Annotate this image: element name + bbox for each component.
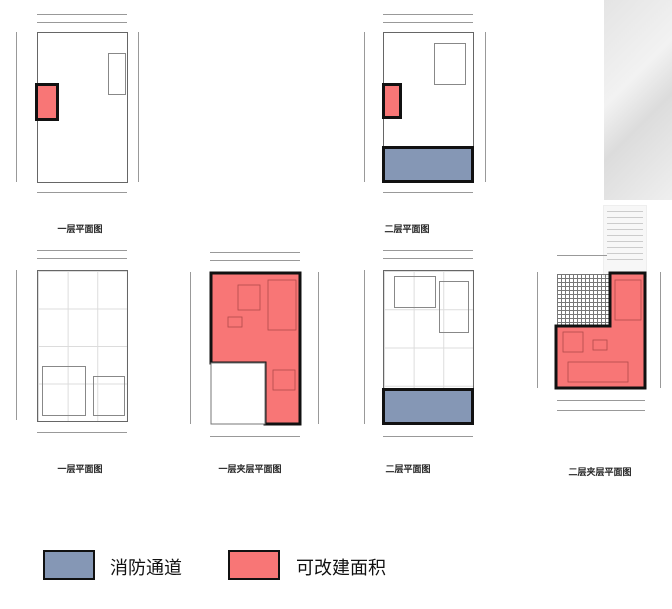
dimension-line <box>383 436 473 441</box>
dimension-line <box>383 22 473 27</box>
plan-caption: 一层平面图 <box>57 465 103 475</box>
dimension-line <box>37 22 127 27</box>
fire-lane-area <box>382 146 474 183</box>
dimension-line <box>485 32 490 182</box>
legend-label-rebuildable: 可改建面积 <box>296 558 386 579</box>
dimension-line <box>660 272 665 388</box>
dimension-line <box>210 436 300 441</box>
dimension-line <box>37 14 127 19</box>
rebuildable-area <box>209 271 302 426</box>
plan-1f-furnished <box>37 270 128 422</box>
void-grid-area <box>557 274 610 326</box>
dimension-line <box>557 410 645 415</box>
drawing-notes <box>603 205 647 277</box>
site-photo <box>604 0 672 200</box>
rebuildable-area <box>35 83 59 121</box>
dimension-line <box>138 32 143 182</box>
plan-caption: 二层夹层平面图 <box>568 468 632 478</box>
dimension-line <box>383 250 473 255</box>
plan-caption: 一层夹层平面图 <box>218 465 282 475</box>
legend-swatch-rebuildable <box>228 550 280 580</box>
dimension-line <box>557 400 645 405</box>
dimension-line <box>16 32 21 182</box>
rebuildable-area <box>554 271 647 390</box>
dimension-line <box>364 270 369 424</box>
dimension-line <box>383 192 473 197</box>
plan-caption: 一层平面图 <box>57 225 103 235</box>
legend-label-fire-lane: 消防通道 <box>110 558 182 579</box>
dimension-line <box>537 272 542 388</box>
dining-area <box>42 366 86 416</box>
dimension-line <box>37 258 127 263</box>
dimension-line <box>318 272 323 424</box>
dimension-line <box>210 252 300 257</box>
dimension-line <box>557 255 607 260</box>
dimension-line <box>210 260 300 265</box>
plan-caption: 二层平面图 <box>385 465 431 475</box>
dimension-line <box>364 32 369 182</box>
legend-swatch-fire-lane <box>43 550 95 580</box>
dimension-line <box>383 258 473 263</box>
plan-caption: 二层平面图 <box>384 225 430 235</box>
rebuildable-area <box>382 83 402 119</box>
room <box>93 376 125 416</box>
dimension-line <box>16 270 21 420</box>
dimension-line <box>37 250 127 255</box>
staircase <box>434 43 466 85</box>
dimension-line <box>37 432 127 437</box>
dimension-line <box>37 192 127 197</box>
staircase <box>439 281 469 333</box>
dimension-line <box>383 14 473 19</box>
fire-lane-area <box>382 388 474 425</box>
room <box>394 276 436 308</box>
dimension-line <box>190 272 195 424</box>
staircase <box>108 53 126 95</box>
